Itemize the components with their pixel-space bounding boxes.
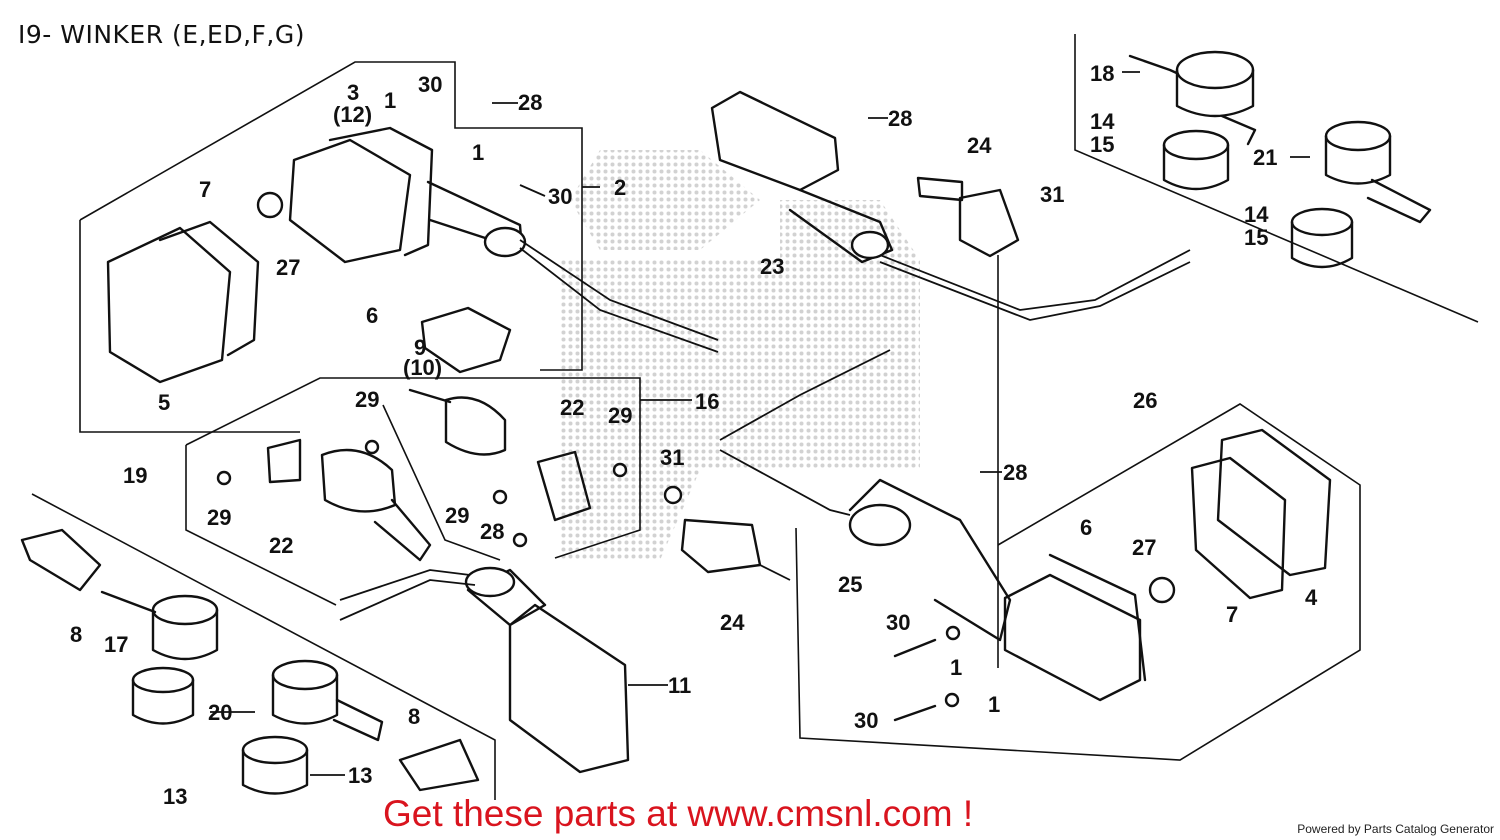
callout-22: 22 (560, 395, 584, 420)
callout-6: 6 (1080, 515, 1092, 540)
callout-30: 30 (548, 184, 572, 209)
callout-22: 22 (269, 533, 293, 558)
callout-6: 6 (366, 303, 378, 328)
callout-5: 5 (158, 390, 170, 415)
callout-29: 29 (608, 403, 632, 428)
callout-28: 28 (518, 90, 542, 115)
callout-21: 21 (1253, 145, 1277, 170)
callout-24: 24 (967, 133, 992, 158)
winker-front-right (710, 90, 1191, 321)
callout-16: 16 (695, 389, 719, 414)
callout-30: 30 (854, 708, 878, 733)
page-title: I9- WINKER (E,ED,F,G) (18, 20, 305, 49)
callout-23: 23 (760, 254, 784, 279)
callout-28: 28 (480, 519, 504, 544)
callout-8: 8 (70, 622, 82, 647)
callout-14: 14 (1244, 202, 1269, 227)
callout-29: 29 (355, 387, 379, 412)
callout-27: 27 (1132, 535, 1156, 560)
callout-20: 20 (208, 700, 232, 725)
callout-7: 7 (199, 177, 211, 202)
mount-parts-lower-left (20, 528, 480, 795)
callout-10: (10) (403, 355, 442, 380)
winker-front-left (106, 126, 719, 384)
mount-parts-upper-right (1128, 50, 1432, 269)
callout-29: 29 (445, 503, 469, 528)
callout-24: 24 (720, 610, 745, 635)
credit-text: Powered by Parts Catalog Generator (1297, 822, 1494, 836)
bracket-group (216, 388, 791, 581)
callout-15: 15 (1090, 132, 1114, 157)
callout-13: 13 (348, 763, 372, 788)
callout-30: 30 (418, 72, 442, 97)
callout-26: 26 (1133, 388, 1157, 413)
callout-14: 14 (1090, 109, 1115, 134)
callout-1: 1 (384, 88, 396, 113)
callout-17: 17 (104, 632, 128, 657)
callout-7: 7 (1226, 602, 1238, 627)
callout-12: (12) (333, 102, 372, 127)
callout-28: 28 (1003, 460, 1027, 485)
winker-rear-left (339, 566, 630, 774)
callout-13: 13 (163, 784, 187, 809)
callout-25: 25 (838, 572, 862, 597)
callout-15: 15 (1244, 225, 1268, 250)
callout-31: 31 (660, 445, 684, 470)
callout-30: 30 (886, 610, 910, 635)
callout-1: 1 (988, 692, 1000, 717)
callout-11: 11 (668, 673, 691, 698)
watermark-logo (560, 150, 920, 560)
callout-18: 18 (1090, 61, 1114, 86)
callout-1: 1 (950, 655, 962, 680)
callout-1: 1 (472, 140, 484, 165)
callout-3: 3 (347, 80, 359, 105)
callout-31: 31 (1040, 182, 1064, 207)
callout-numbers: 1 1 1 1 2 3 (12) 4 5 6 6 7 7 8 8 9 (10) … (70, 61, 1318, 809)
callout-4: 4 (1305, 585, 1318, 610)
callout-19: 19 (123, 463, 147, 488)
callout-9: 9 (414, 335, 426, 360)
winker-rear-right (719, 349, 1332, 722)
callout-2: 2 (614, 175, 626, 200)
callout-leaders (210, 71, 1310, 776)
callout-8: 8 (408, 704, 420, 729)
parts-link-banner[interactable]: Get these parts at www.cmsnl.com ! (383, 793, 974, 834)
callout-28: 28 (888, 106, 912, 131)
callout-27: 27 (276, 255, 300, 280)
callout-29: 29 (207, 505, 231, 530)
group-outlines (31, 34, 1479, 800)
